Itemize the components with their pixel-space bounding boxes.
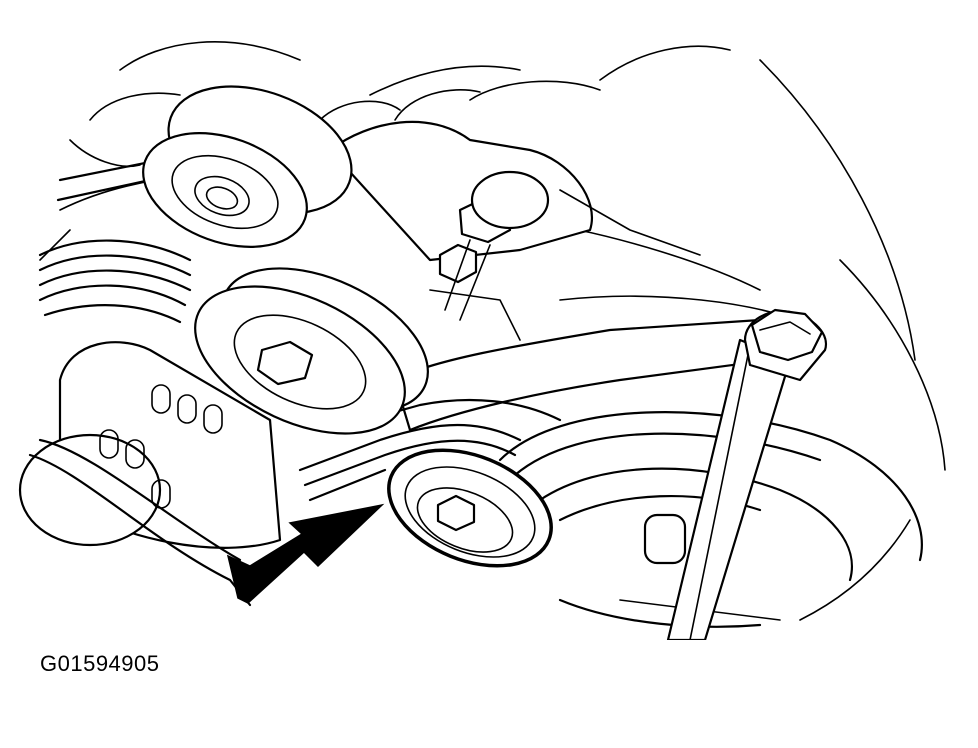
serpentine-belt (40, 150, 560, 500)
tensioner-pulley (172, 239, 450, 463)
figure-id-label: G01594905 (40, 651, 160, 676)
breaker-bar (668, 310, 826, 640)
socket-head (752, 310, 822, 360)
serpentine-belt-diagram (0, 0, 978, 640)
power-steering-pulley (20, 342, 280, 605)
callout-arrow (228, 505, 382, 603)
tensioner-bolt-head (258, 342, 312, 384)
idler-bolt-head (438, 496, 474, 530)
upper-idler-pulley (127, 63, 369, 268)
lower-idler-pulley (372, 428, 569, 588)
bracket-bolts (440, 172, 548, 320)
